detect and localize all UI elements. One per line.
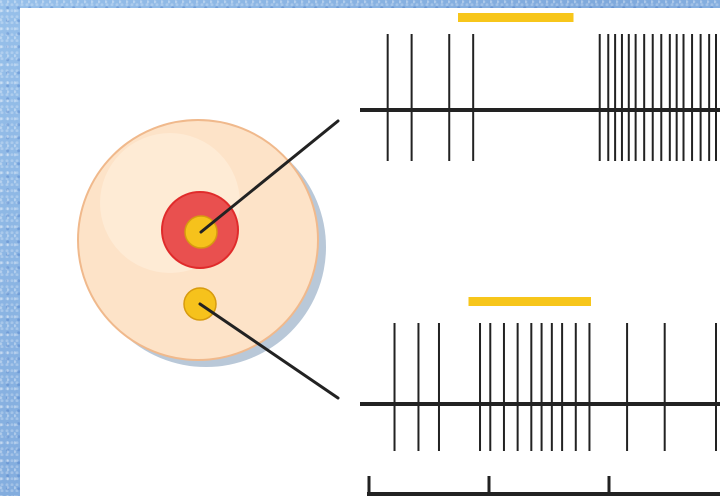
stimulus-bar: [458, 13, 574, 22]
receptive-field-center: [161, 191, 239, 269]
center-response-trace: [360, 13, 720, 161]
center-leader-line: [199, 119, 340, 234]
stimulus-bar: [468, 297, 591, 306]
surround-response-trace: [360, 297, 720, 451]
receptive-field-diagram: [77, 13, 720, 496]
surround-leader-line: [198, 302, 340, 400]
time-scale-bar: [367, 476, 720, 496]
diagram-panel: [20, 8, 720, 496]
